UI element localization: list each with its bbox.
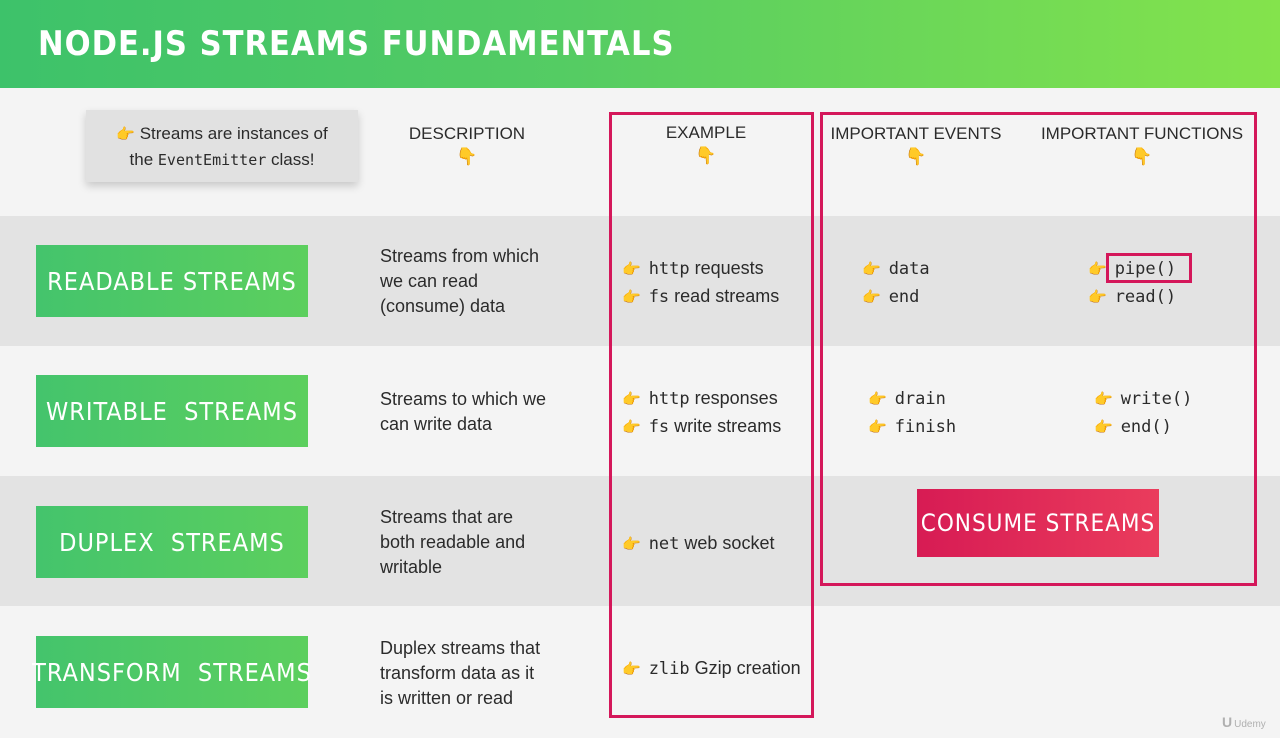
description-line: (consume) data [380,296,506,316]
example-item: 👉 http requests [622,257,764,281]
column-heading-description: DESCRIPTION 👇 [400,124,534,168]
example-code: net [648,534,680,554]
description-line: Streams that are [380,507,514,527]
pointing-hand-icon: 👉 [1088,289,1107,306]
column-heading-functions: IMPORTANT FUNCTIONS 👇 [1036,124,1248,168]
example-code: fs [648,417,670,437]
readable-description: Streams from which we can read (consume)… [380,244,539,319]
duplex-description: Streams that are both readable and writa… [380,505,525,580]
example-text: write streams [669,416,782,436]
example-text: requests [689,258,764,278]
description-line: Streams from which [380,246,540,266]
event-name: drain [894,389,946,409]
function-name: pipe() [1114,259,1177,279]
pointing-hand-icon: 👉 [622,261,641,278]
example-item: 👉 http responses [622,387,778,411]
example-code: http [648,389,690,409]
example-column-highlight [609,112,814,718]
writable-description: Streams to which we can write data [380,387,546,437]
transform-description: Duplex streams that transform data as it… [380,636,540,711]
example-text: Gzip creation [689,658,801,678]
example-text: web socket [679,533,775,553]
function-name: end() [1120,417,1172,437]
pointing-hand-icon: 👉 [1094,419,1113,436]
pipe-highlight [1106,253,1192,283]
pointing-hand-icon: 👉 [1094,391,1113,408]
example-item: 👉 zlib Gzip creation [622,657,801,681]
function-item: 👉 end() [1094,415,1172,439]
event-item: 👉 data [862,257,930,281]
column-heading-label: DESCRIPTION [408,124,526,143]
header-bar: NODE.JS STREAMS FUNDAMENTALS [0,0,1280,88]
example-code: fs [648,287,670,307]
pointing-hand-icon: 👉 [622,536,641,553]
pointing-down-icon: 👇 [905,147,927,166]
column-heading-label: EXAMPLE [665,123,747,142]
consume-streams-button[interactable]: CONSUME STREAMS [917,489,1159,557]
note-line-1: Streams are instances of [139,124,328,143]
example-item: 👉 net web socket [622,532,774,556]
udemy-logo-icon: U [1222,714,1233,730]
function-item: 👉 write() [1094,387,1192,411]
column-heading-events: IMPORTANT EVENTS 👇 [826,124,1006,168]
duplex-streams-button[interactable]: DUPLEX STREAMS [36,506,308,578]
description-line: writable [380,557,443,577]
pointing-hand-icon: 👉 [622,391,641,408]
pointing-down-icon: 👇 [1131,147,1153,166]
pointing-hand-icon: 👉 [862,261,881,278]
events-functions-highlight [820,112,1257,586]
pointing-hand-icon: 👉 [868,419,887,436]
description-line: Duplex streams that [380,638,541,658]
column-heading-example: EXAMPLE 👇 [640,123,772,167]
event-item: 👉 finish [868,415,956,439]
pointing-hand-icon: 👉 [116,126,135,143]
event-name: end [888,287,920,307]
example-item: 👉 fs read streams [622,285,779,309]
readable-streams-button[interactable]: READABLE STREAMS [36,245,308,317]
example-text: read streams [669,286,780,306]
pointing-hand-icon: 👉 [622,661,641,678]
note-code: EventEmitter [157,151,267,169]
example-code: zlib [648,659,690,679]
function-name: write() [1120,389,1193,409]
pointing-hand-icon: 👉 [622,419,641,436]
eventemitter-note: 👉 Streams are instances of the EventEmit… [86,110,358,182]
event-item: 👉 drain [868,387,946,411]
description-line: can write data [380,414,493,434]
pointing-hand-icon: 👉 [622,289,641,306]
note-line-2-prefix: the [129,150,158,169]
transform-streams-button[interactable]: TRANSFORM STREAMS [32,636,311,708]
description-line: transform data as it [380,663,535,683]
pointing-hand-icon: 👉 [1088,261,1107,278]
column-heading-label: IMPORTANT FUNCTIONS [1040,124,1244,143]
function-item: 👉 read() [1088,285,1176,309]
function-item: 👉 pipe() [1088,257,1176,281]
description-line: is written or read [380,688,514,708]
example-code: http [648,259,690,279]
example-item: 👉 fs write streams [622,415,781,439]
function-name: read() [1114,287,1177,307]
pointing-down-icon: 👇 [456,147,478,166]
example-text: responses [689,388,778,408]
pointing-hand-icon: 👉 [868,391,887,408]
event-name: data [888,259,930,279]
column-heading-label: IMPORTANT EVENTS [830,124,1002,143]
pointing-down-icon: 👇 [695,146,717,165]
brand-name: Udemy [1234,719,1266,730]
pointing-hand-icon: 👉 [862,289,881,306]
note-line-2-suffix: class! [266,150,315,169]
writable-streams-button[interactable]: WRITABLE STREAMS [36,375,308,447]
description-line: we can read [380,271,479,291]
page-title: NODE.JS STREAMS FUNDAMENTALS [38,24,675,64]
description-line: Streams to which we [380,389,547,409]
event-item: 👉 end [862,285,919,309]
event-name: finish [894,417,957,437]
description-line: both readable and [380,532,526,552]
